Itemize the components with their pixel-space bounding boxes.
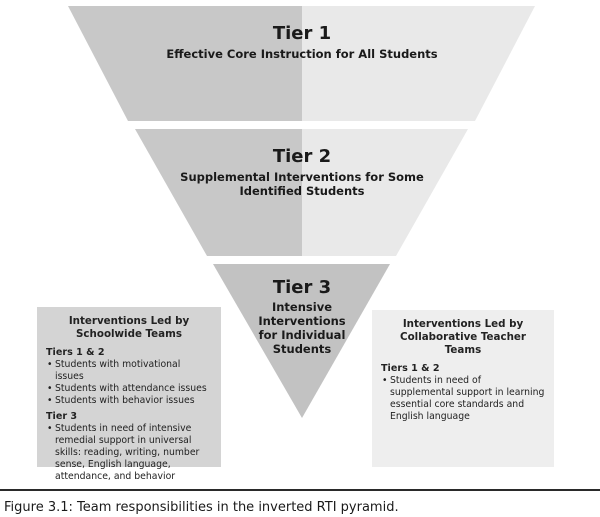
tier-2-subtitle-line-2: Identified Students <box>239 184 365 198</box>
list-item: Students in need of supplemental support… <box>381 375 545 423</box>
group-label-tiers-1-2: Tiers 1 & 2 <box>381 363 440 374</box>
collaborative-teams-heading-line-2: Collaborative Teacher Teams <box>400 331 526 356</box>
collaborative-teams-heading: Interventions Led by Collaborative Teach… <box>381 318 545 357</box>
list-item: Students in need of intensive remedial s… <box>46 423 212 483</box>
tier-2-title: Tier 2 <box>272 146 332 167</box>
tier-1-title: Tier 1 <box>272 23 332 44</box>
tier-2-label: Tier 2 Supplemental Interventions for So… <box>160 146 444 199</box>
schoolwide-teams-heading-line-2: Schoolwide Teams <box>76 328 182 340</box>
list-item: Students with behavior issues <box>46 395 212 407</box>
collaborative-tiers-1-2-list: Students in need of supplemental support… <box>381 375 545 423</box>
tier-1-label: Tier 1 Effective Core Instruction for Al… <box>120 23 484 62</box>
tier-2-band-right <box>302 129 468 256</box>
tier-1-band-right <box>302 6 535 121</box>
group-label-tiers-1-2: Tiers 1 & 2 <box>46 347 105 358</box>
tier-2-subtitle-line-1: Supplemental Interventions for Some <box>180 170 424 184</box>
figure-caption: Figure 3.1: Team responsibilities in the… <box>4 500 399 515</box>
list-item: Students with motivational issues <box>46 359 212 383</box>
tier-1-band-left <box>68 6 302 121</box>
list-item: Students with attendance issues <box>46 383 212 395</box>
tier-3-tip <box>213 264 390 418</box>
tier-3-subtitle-line-2: Interventions <box>258 314 346 328</box>
group-label-tier-3: Tier 3 <box>46 411 78 422</box>
tier-3-title: Tier 3 <box>272 277 332 298</box>
collaborative-teams-heading-line-1: Interventions Led by <box>402 318 524 330</box>
schoolwide-teams-heading-line-1: Interventions Led by <box>68 315 190 327</box>
tier-3-subtitle-line-4: Students <box>272 342 332 356</box>
tier-3-subtitle-line-3: for Individual <box>258 328 346 342</box>
schoolwide-teams-box: Interventions Led by Schoolwide Teams Ti… <box>37 307 221 482</box>
tier-3-label: Tier 3 Intensive Interventions for Indiv… <box>242 277 362 357</box>
tiers-1-2-list: Students with motivational issues Studen… <box>46 359 212 407</box>
schoolwide-teams-heading: Interventions Led by Schoolwide Teams <box>46 315 212 341</box>
tier-1-subtitle: Effective Core Instruction for All Stude… <box>166 47 438 61</box>
caption-divider <box>0 489 600 491</box>
tier-2-band-left <box>135 129 302 256</box>
tier-3-list: Students in need of intensive remedial s… <box>46 423 212 483</box>
collaborative-teams-box: Interventions Led by Collaborative Teach… <box>372 310 554 467</box>
tier-3-subtitle-line-1: Intensive <box>271 300 333 314</box>
